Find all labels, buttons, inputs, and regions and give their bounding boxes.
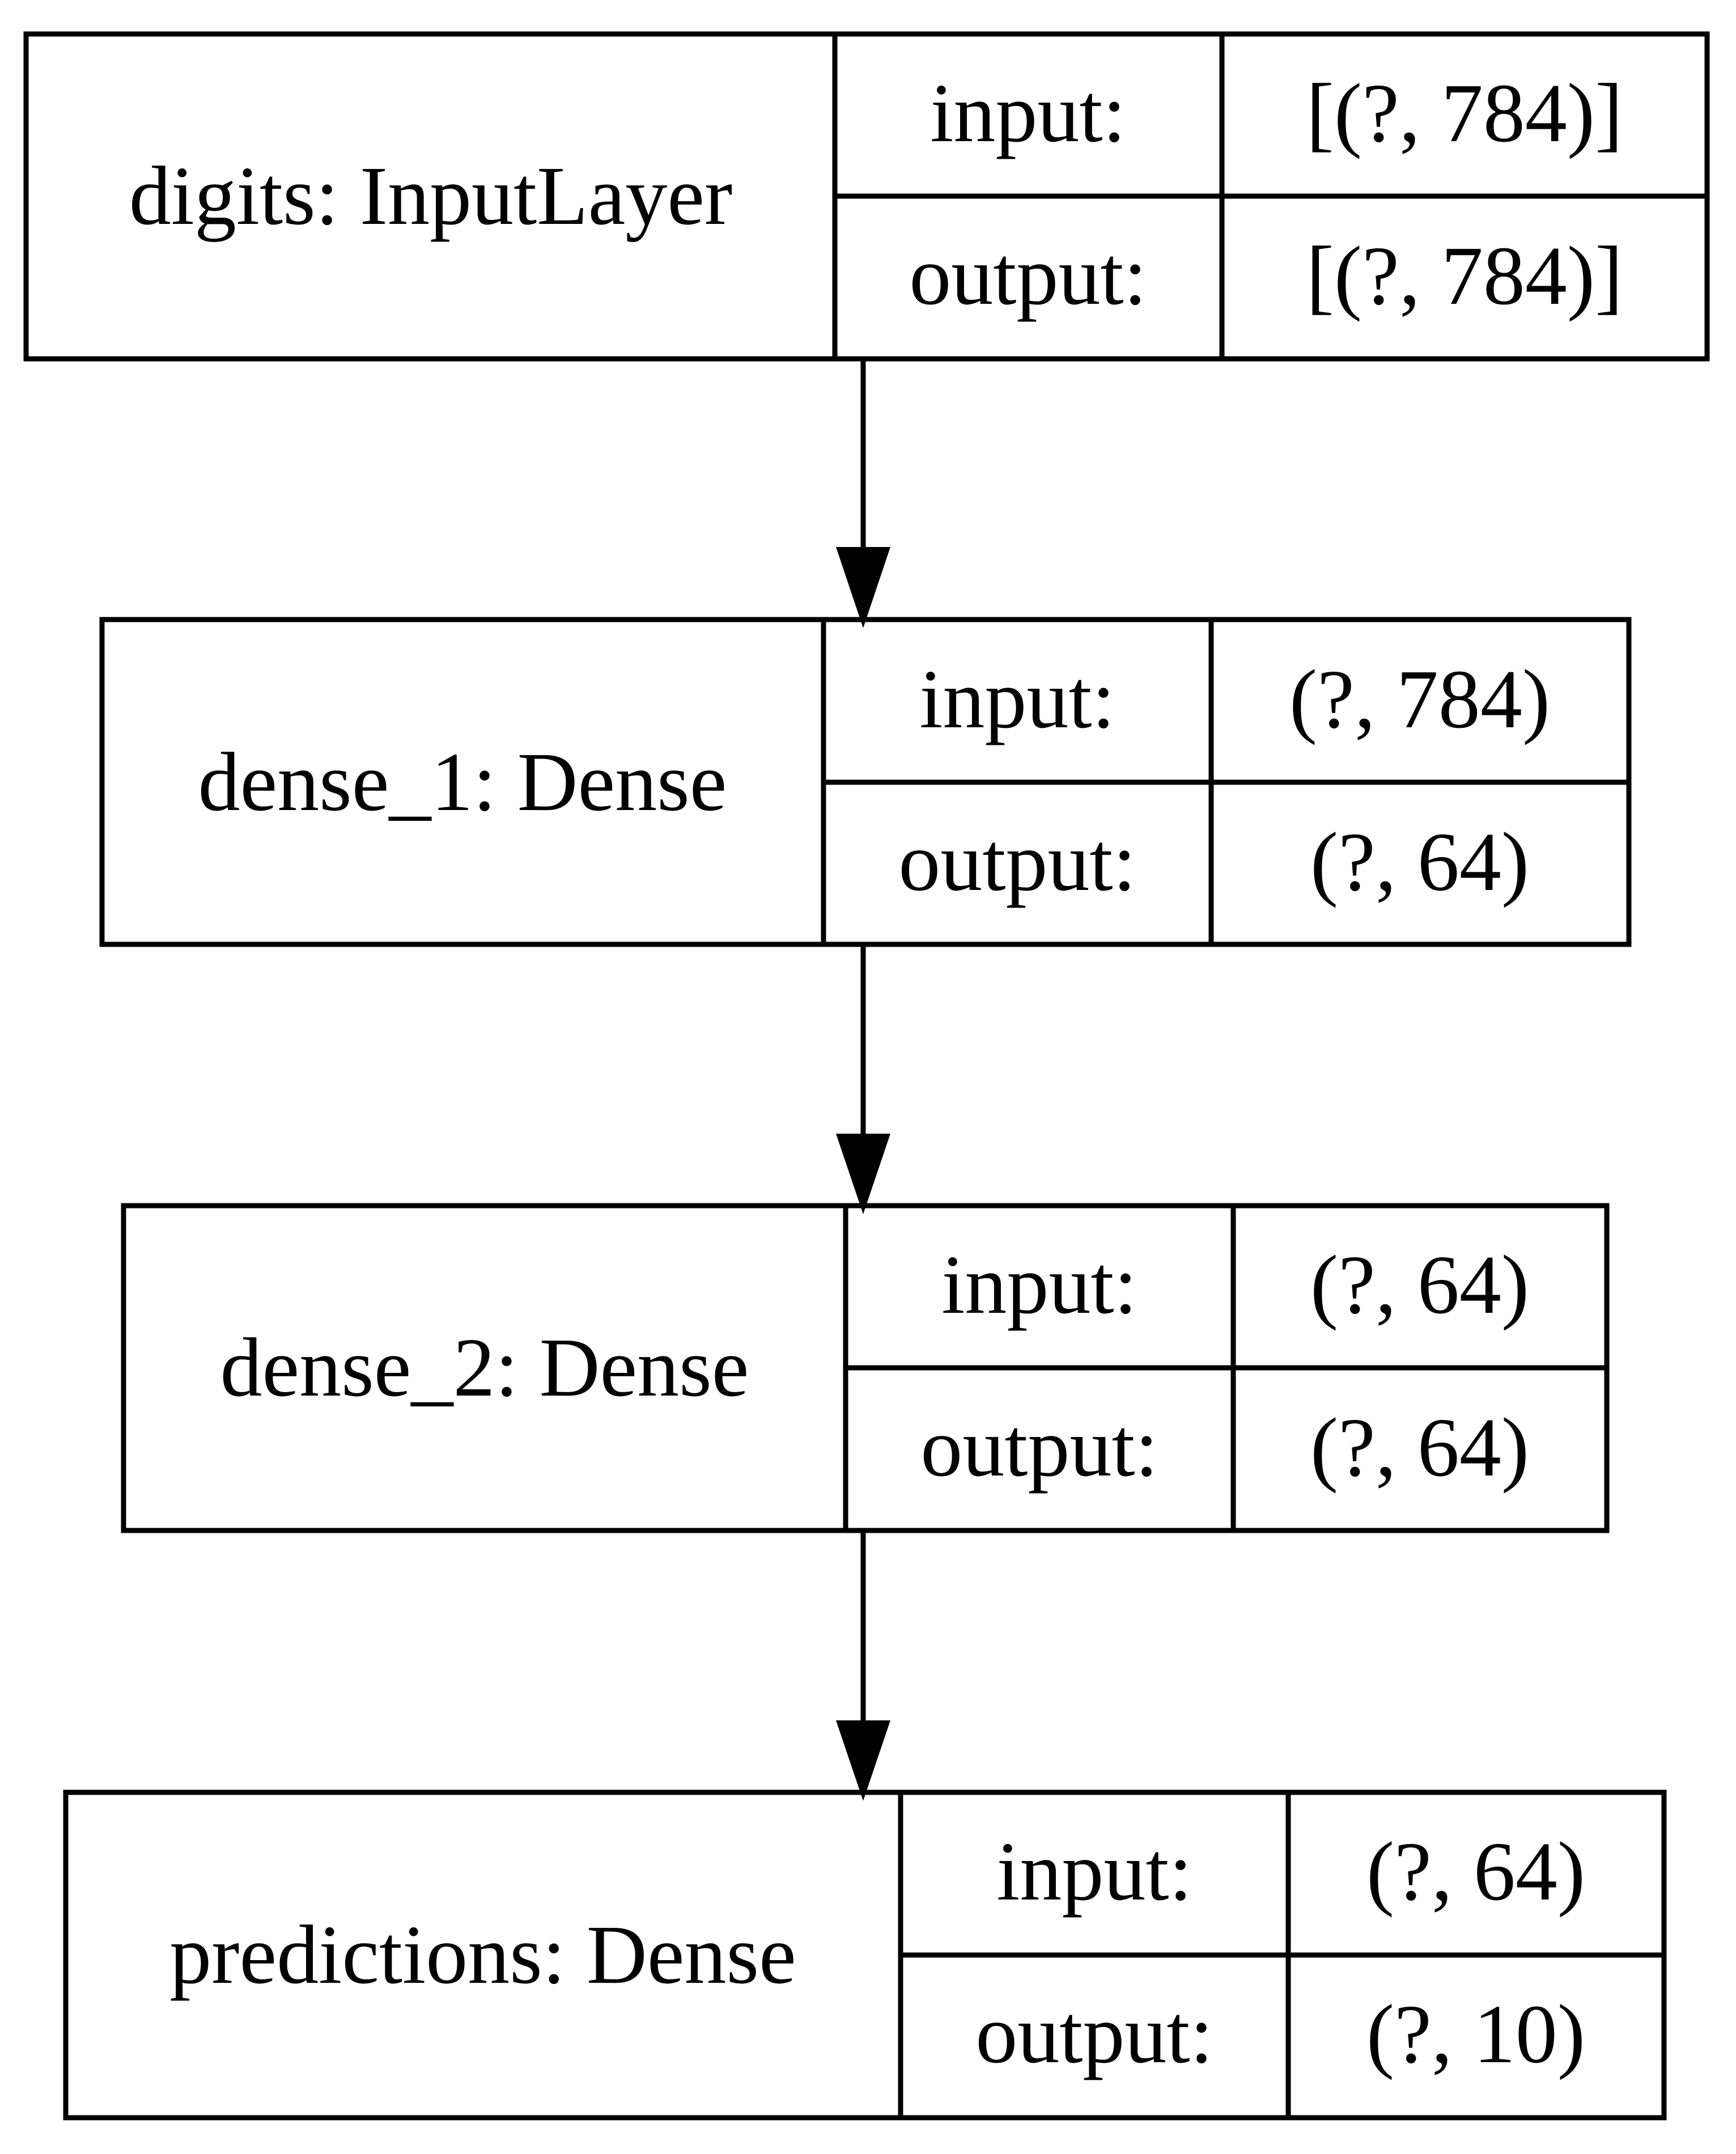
input-label: input: [930,67,1126,160]
layer-node-dense-1: dense_1: Dense input: (?, 784) output: (… [99,617,1632,947]
output-shape: (?, 10) [1366,1988,1585,2081]
layer-name: predictions: Dense [169,1909,796,2002]
input-label: input: [919,653,1115,746]
output-label: output: [898,816,1136,909]
input-shape: (?, 64) [1310,1239,1529,1332]
output-shape: [(?, 784)] [1306,230,1623,323]
input-shape: (?, 64) [1366,1825,1585,1918]
layer-name: dense_1: Dense [198,736,727,829]
input-label: input: [996,1825,1192,1918]
layer-name: digits: InputLayer [129,150,733,243]
layer-name: dense_2: Dense [220,1321,749,1414]
arrowhead [836,1720,890,1801]
edge-arrow [836,944,890,1214]
layer-node-predictions: predictions: Dense input: (?, 64) output… [63,1790,1667,2121]
layer-node-dense-2: dense_2: Dense input: (?, 64) output: (?… [121,1203,1610,1533]
output-label: output: [975,1988,1213,2081]
output-shape: (?, 64) [1310,816,1529,909]
output-label: output: [909,230,1147,323]
layer-node-digits: digits: InputLayer input: [(?, 784)] out… [23,31,1710,362]
input-label: input: [941,1239,1137,1332]
output-shape: (?, 64) [1310,1401,1529,1494]
arrowhead [836,1134,890,1214]
input-shape: (?, 784) [1289,653,1550,746]
edge-arrow [836,359,890,628]
arrowhead [836,547,890,628]
input-shape: [(?, 784)] [1306,67,1623,160]
edge-arrow [836,1530,890,1801]
output-label: output: [920,1401,1158,1494]
